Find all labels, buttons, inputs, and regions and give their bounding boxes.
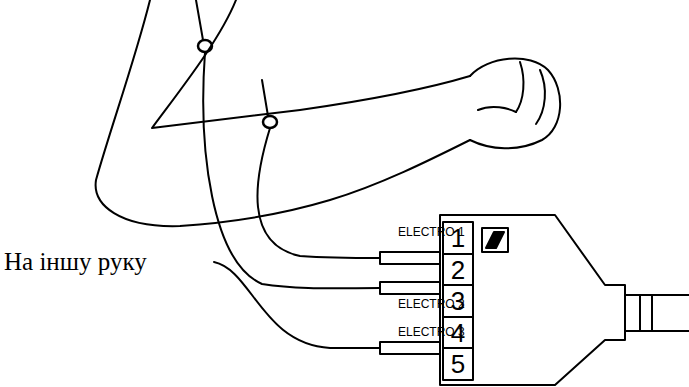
- electrode-loop: [263, 116, 277, 128]
- arm-outline: [96, 0, 470, 226]
- pin-number: 4: [451, 320, 465, 346]
- arm-outline: [152, 0, 470, 128]
- wire: [257, 128, 380, 258]
- wire: [203, 52, 380, 288]
- cable-ring: [651, 295, 653, 331]
- connector-body: [440, 215, 625, 385]
- logo: [486, 232, 504, 248]
- pin-number: 2: [451, 257, 465, 283]
- plug: [380, 342, 440, 354]
- pin-divider: [443, 316, 473, 318]
- pin-number: 5: [451, 351, 465, 377]
- finger-line: [516, 62, 523, 112]
- finger-line: [536, 70, 545, 124]
- pin-number: 3: [451, 288, 465, 314]
- pin-divider: [443, 253, 473, 255]
- plug: [380, 282, 440, 294]
- pin-divider: [443, 347, 473, 349]
- plug: [380, 252, 440, 264]
- wire: [214, 262, 380, 348]
- pin-number: 1: [451, 225, 465, 251]
- wire: [196, 0, 203, 40]
- pin-divider: [443, 284, 473, 286]
- fist: [470, 59, 560, 149]
- wire: [262, 80, 268, 116]
- logo: [482, 228, 508, 252]
- finger-line: [478, 107, 516, 112]
- cable: [625, 295, 689, 331]
- note-label: На іншу руку: [4, 249, 147, 274]
- electrode-loop: [198, 40, 212, 52]
- cable-ring: [639, 295, 641, 331]
